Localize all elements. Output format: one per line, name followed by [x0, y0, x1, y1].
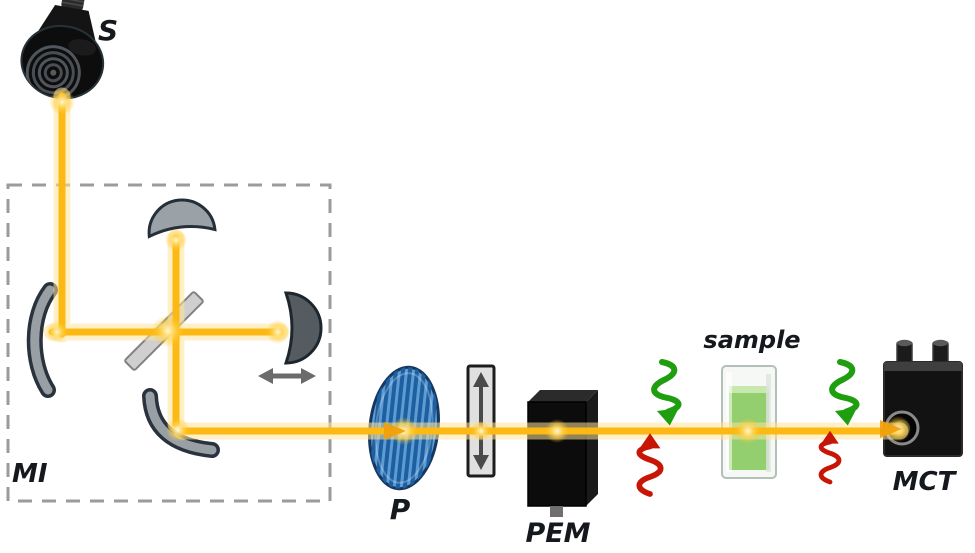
source-label: S — [98, 14, 118, 47]
ir-source-lamp-icon — [20, 0, 105, 101]
mirror-bottom-icon — [142, 388, 220, 458]
interferometer-label: MI — [12, 459, 48, 489]
red-wave-up-arrow-1-icon — [639, 433, 660, 494]
scan-direction-arrow-icon — [258, 368, 316, 384]
mirror-movable-icon — [283, 291, 323, 365]
polarizer-label: P — [390, 493, 411, 526]
interferometer-box — [6, 183, 332, 503]
pem-label: PEM — [525, 518, 590, 549]
mirror-left-icon — [26, 282, 58, 398]
beam-direction-arrowheads — [384, 420, 902, 440]
beam-glow-spots — [46, 89, 911, 445]
sample-label: sample — [703, 326, 800, 354]
pem-box-icon — [527, 390, 598, 517]
detector-label: MCT — [893, 467, 958, 497]
mirror-top-icon — [147, 198, 217, 239]
green-wave-down-arrow-2-icon — [829, 361, 859, 427]
green-wave-down-arrow-1-icon — [651, 361, 681, 427]
